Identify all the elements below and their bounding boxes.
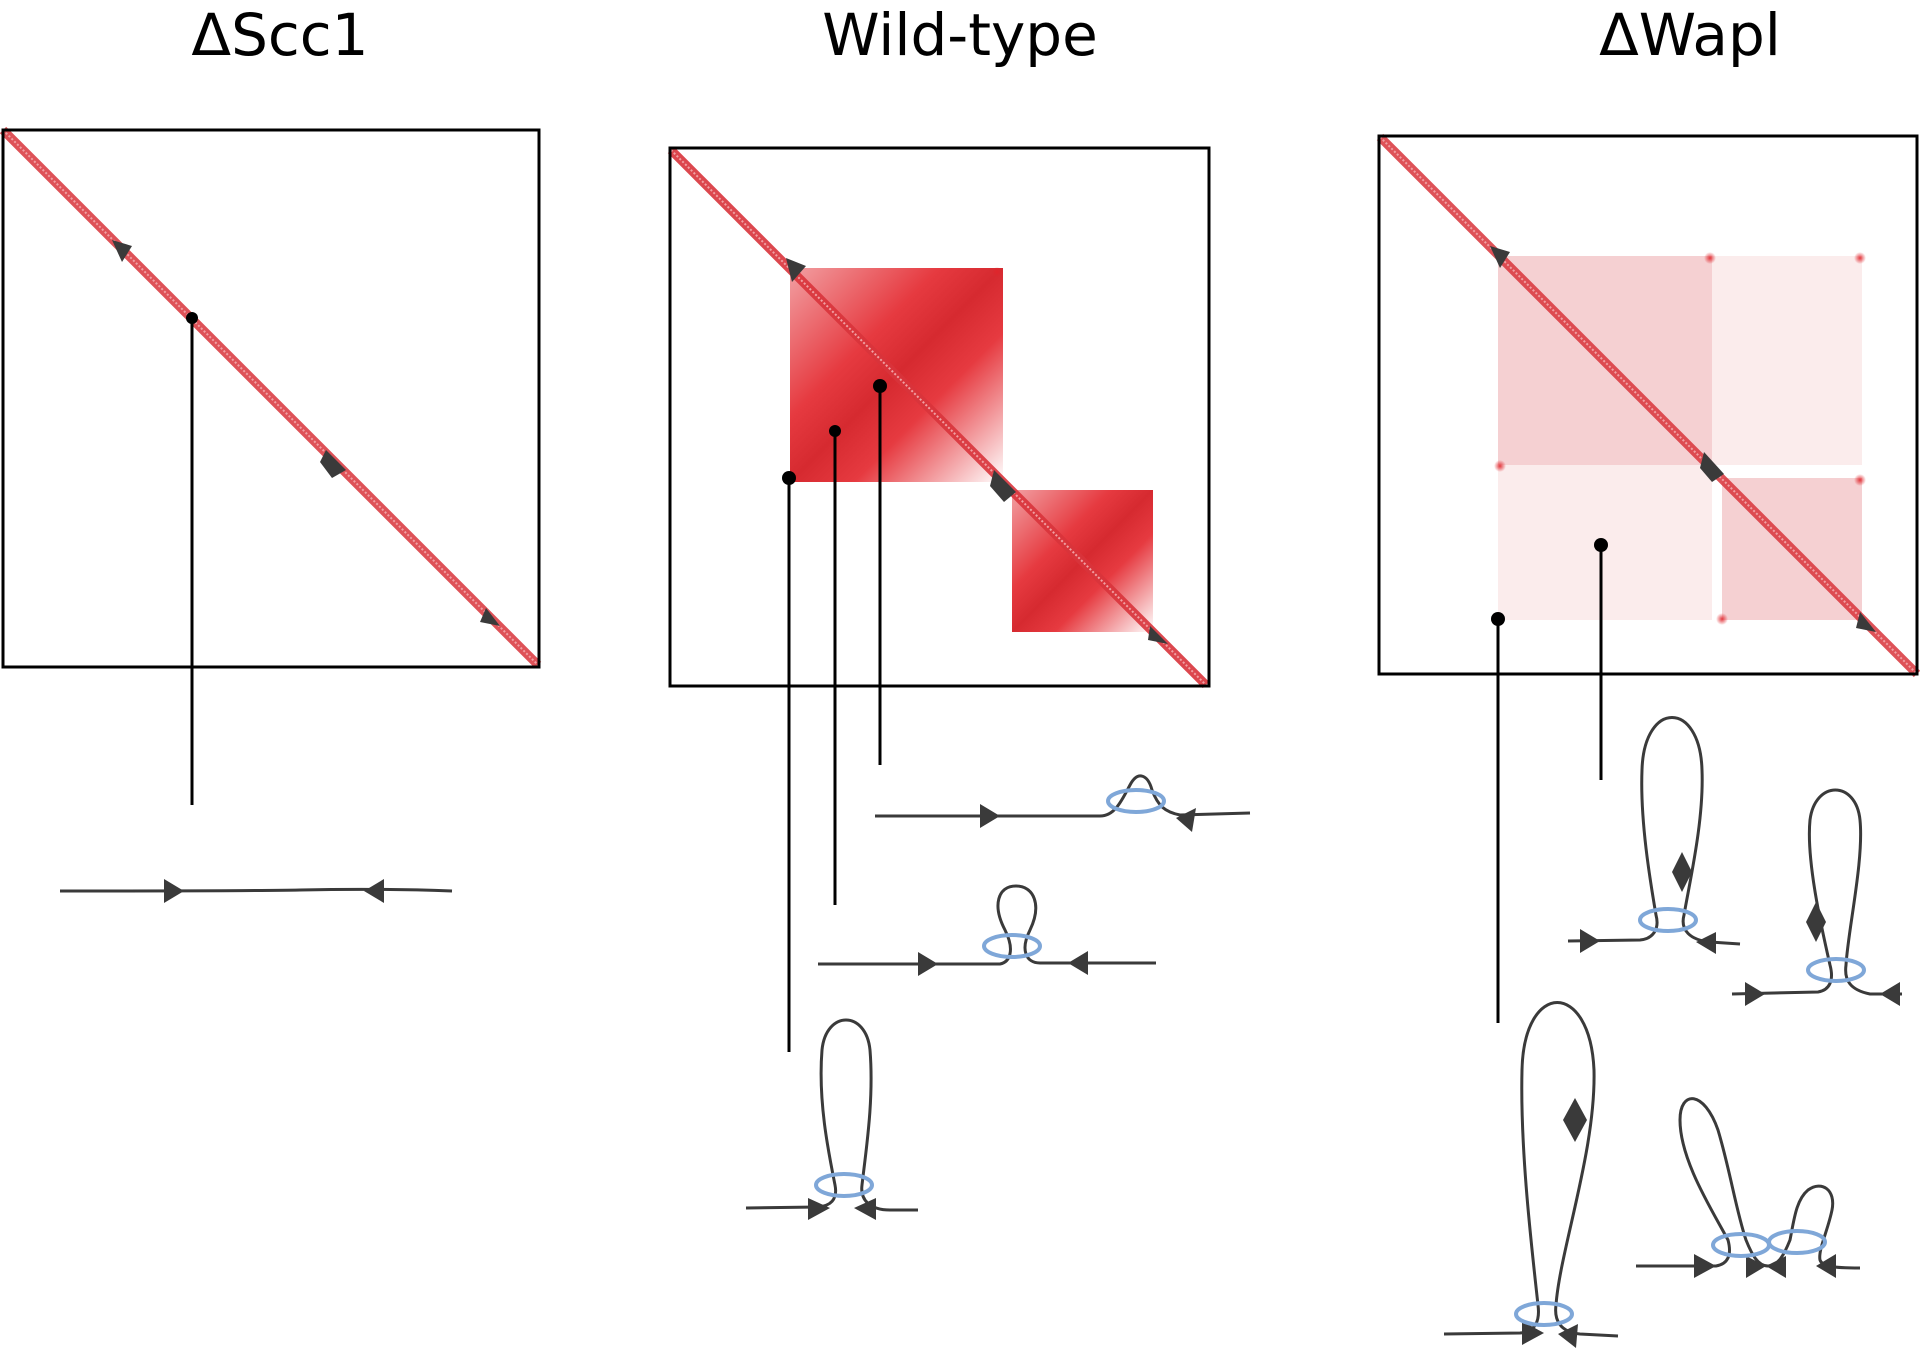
panel-wild-type — [667, 146, 1251, 1220]
cohesin-ring-icon — [1711, 1232, 1771, 1258]
ctcf-arrow-icon — [480, 608, 500, 626]
ctcf-arrow-icon — [1880, 982, 1900, 1006]
dna-strand — [59, 887, 453, 893]
dna-strand — [1636, 1097, 1861, 1270]
panel-title-wild-type: Wild-type — [822, 1, 1098, 69]
cohesin-ring-icon — [982, 933, 1042, 959]
contact-map-frame — [1, 128, 541, 669]
ctcf-arrow-icon — [164, 879, 184, 903]
ctcf-arrow-icon — [112, 240, 132, 262]
ctcf-arrow-icon — [1816, 1254, 1836, 1278]
diagonal-band — [0, 126, 542, 669]
ctcf-arrow-icon — [1558, 1324, 1578, 1348]
dna-strand — [1567, 716, 1741, 946]
cohesin-ring-icon — [1767, 1229, 1827, 1255]
ctcf-arrow-icon — [1696, 932, 1716, 954]
ctcf-arrow-icon — [808, 1198, 830, 1220]
ctcf-arrow-icon — [1490, 246, 1510, 268]
panel-title-dwapl: ΔWapl — [1599, 1, 1781, 69]
cohesin-ring-icon — [814, 1172, 874, 1198]
ctcf-arrow-icon — [320, 450, 346, 478]
ctcf-arrow-icon — [1580, 929, 1600, 953]
ctcf-arrow-icon — [990, 470, 1016, 502]
ctcf-arrow-icon — [1672, 852, 1692, 892]
ctcf-arrow-icon — [1700, 452, 1724, 482]
ctcf-arrow-icon — [1806, 902, 1826, 942]
ctcf-arrow-icon — [1856, 612, 1876, 632]
ctcf-arrow-icon — [1745, 982, 1765, 1006]
dna-strand — [745, 1018, 918, 1212]
panel-dscc1 — [0, 126, 542, 903]
tad-domain-interaction — [1712, 256, 1862, 465]
diagonal-hatch — [1379, 136, 1918, 675]
contact-map-frame — [1377, 134, 1919, 676]
loop-dot — [1704, 252, 1716, 264]
diagonal-band — [667, 146, 1210, 689]
ctcf-arrow-icon — [1522, 1321, 1544, 1345]
dna-strand — [1731, 788, 1902, 996]
ctcf-arrow-icon — [854, 1198, 876, 1220]
ctcf-arrow-icon — [786, 258, 806, 282]
loop-dot — [1854, 252, 1866, 264]
loop-dot — [1716, 613, 1728, 625]
cohesin-ring-icon — [1806, 957, 1866, 983]
ctcf-arrow-icon — [1563, 1098, 1587, 1142]
ctcf-arrow-icon — [1766, 1256, 1786, 1278]
ctcf-arrow-icon — [980, 804, 1000, 828]
ctcf-arrow-icon — [1148, 626, 1168, 644]
contact-map-frame — [668, 146, 1211, 688]
ctcf-arrow-icon — [1746, 1256, 1766, 1278]
cohesin-ring-icon — [1638, 907, 1698, 933]
loop-dot — [1494, 460, 1506, 472]
dna-strand — [1443, 1001, 1619, 1338]
panel-title-dscc1: ΔScc1 — [191, 1, 369, 69]
cohesin-ring-icon — [1514, 1301, 1574, 1327]
cohesin-ring-icon — [1106, 788, 1166, 814]
ctcf-arrow-icon — [364, 879, 384, 903]
ctcf-arrow-icon — [1694, 1254, 1716, 1278]
loop-dot — [992, 267, 1002, 277]
ctcf-arrow-icon — [1068, 951, 1088, 975]
ctcf-arrow-icon — [918, 952, 938, 976]
ctcf-arrow-icon — [1176, 808, 1196, 832]
dna-strand — [818, 884, 1156, 966]
panel-dwapl — [1376, 133, 1920, 1348]
loop-dot — [1854, 474, 1866, 486]
